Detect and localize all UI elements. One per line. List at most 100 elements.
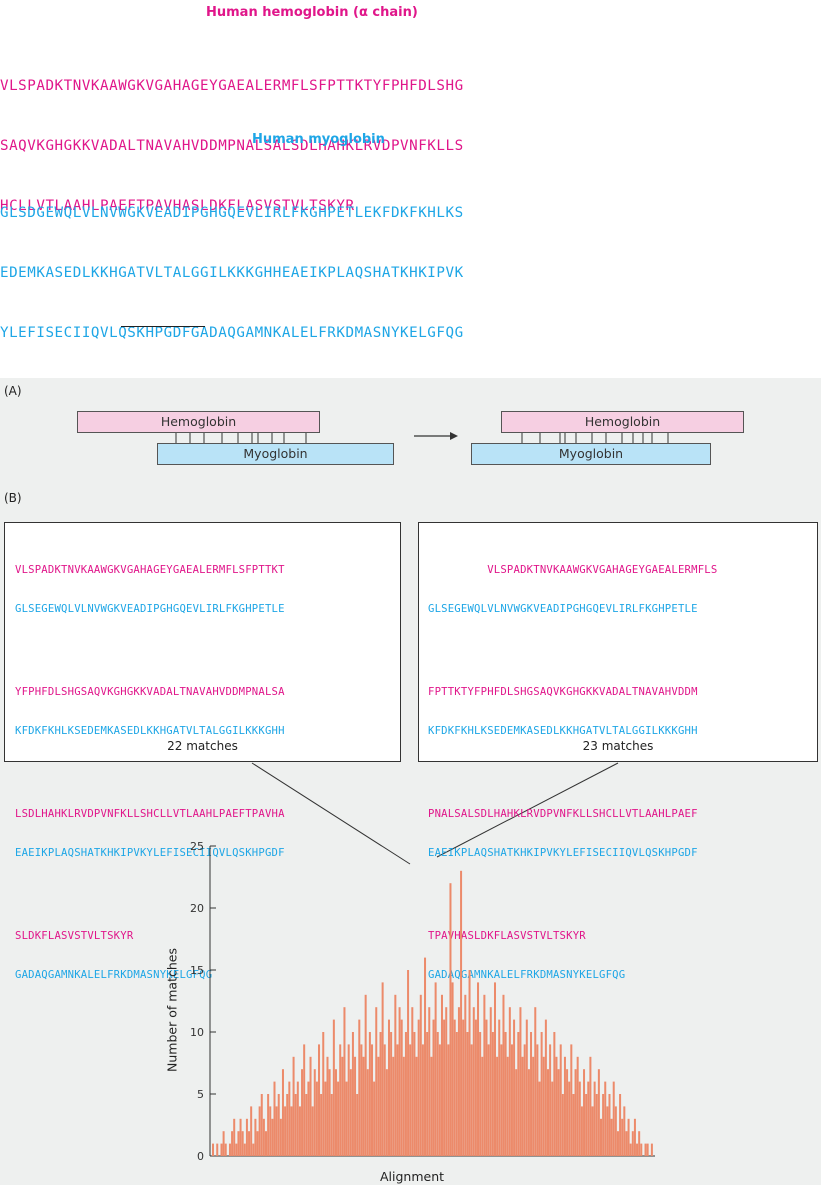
bar-label: Hemoglobin [584, 414, 661, 429]
histogram-bar [519, 1007, 522, 1156]
x-axis-label: Alignment [380, 1169, 445, 1184]
sequence-line: GLSDGEWQLVLNVWGKVEADIPGHGQEVLIRLFKGHPETL… [0, 205, 464, 221]
histogram-bar [636, 1143, 639, 1156]
histogram-bar [625, 1131, 628, 1156]
histogram-bar [593, 1081, 596, 1156]
bar-label: Myoglobin [558, 446, 624, 461]
histogram-bar [553, 1032, 556, 1156]
sequence-line: SAQVKGHGKKVADALTNAVAHVDDMPNALSALSDLHAHKL… [0, 138, 464, 154]
histogram-bar [366, 1069, 369, 1156]
histogram-bar [523, 1044, 526, 1156]
histogram-bar [496, 1056, 499, 1156]
histogram-bar [530, 1032, 533, 1156]
histogram-bar [627, 1118, 630, 1156]
myoglobin-row: GLSEGEWQLVLNVWGKVEADIPGHGQEVLIRLFKGHPETL… [428, 603, 698, 615]
histogram-bar [515, 1069, 518, 1156]
histogram-bar [398, 1007, 401, 1156]
hemoglobin-bar-left: Hemoglobin [77, 411, 320, 433]
y-tick-label: 20 [190, 902, 204, 915]
histogram-bar [580, 1106, 583, 1156]
histogram-bar [294, 1094, 297, 1156]
histogram-bar [481, 1056, 484, 1156]
histogram-bar [277, 1094, 280, 1156]
connector-line-left [251, 762, 411, 865]
histogram-bar [368, 1032, 371, 1156]
histogram-bar [415, 1056, 418, 1156]
histogram-bar [629, 1143, 632, 1156]
histogram-bar [290, 1106, 293, 1156]
histogram-bar [421, 1044, 424, 1156]
histogram-bar [318, 1044, 321, 1156]
myoglobin-bar-right: Myoglobin [471, 443, 711, 465]
histogram-bar [337, 1081, 340, 1156]
histogram-bar [542, 1056, 545, 1156]
histogram-bar [546, 1069, 549, 1156]
sequence-line: YLEFISECIIQVLQSKHPGDFGADAQGAMNKALELFRKDM… [0, 325, 464, 341]
histogram-bar [330, 1094, 333, 1156]
histogram-bar [449, 883, 452, 1156]
histogram-bar [354, 1056, 357, 1156]
sequence-line: EDEMKASEDLKKHGATVLTALGGILKKKGHHEAEIKPLAQ… [0, 265, 464, 281]
histogram-bar [256, 1131, 259, 1156]
histogram-bar [383, 1044, 386, 1156]
match-ticks-right [521, 433, 669, 443]
histogram-bar [430, 1056, 433, 1156]
myoglobin-row: KFDKFKHLKSEDEMKASEDLKKHGATVLTALGGILKKKGH… [428, 725, 698, 737]
histogram-bar [362, 1056, 365, 1156]
myoglobin-row: EAEIKPLAQSHATKHKIPVKYLEFISECIIQVLQSKHPGD… [15, 847, 285, 859]
match-ticks-left [175, 433, 307, 443]
histogram-bar [303, 1044, 306, 1156]
y-tick-label: 5 [197, 1088, 204, 1101]
histogram-bar [445, 1007, 448, 1156]
histogram-bar [640, 1143, 643, 1156]
histogram-bar [341, 1056, 344, 1156]
histogram-bar [568, 1081, 571, 1156]
histogram-bar [464, 994, 467, 1156]
histogram-bar [307, 1081, 310, 1156]
histogram-bar [315, 1081, 318, 1156]
histogram-bar [385, 1069, 388, 1156]
histogram-bar [228, 1143, 231, 1156]
histogram-bar [288, 1081, 291, 1156]
histogram-bar [591, 1106, 594, 1156]
histogram-bar [610, 1118, 613, 1156]
histogram-bar [239, 1118, 242, 1156]
histogram-bar [474, 1019, 477, 1156]
histogram-bar [267, 1094, 270, 1156]
panel-b-label: (B) [4, 491, 22, 505]
histogram-bar [513, 1019, 516, 1156]
histogram-bar [351, 1032, 354, 1156]
histogram-bar [298, 1106, 301, 1156]
histogram-bar [443, 1019, 446, 1156]
histogram-bar [273, 1081, 276, 1156]
alignment-box-right: VLSPADKTNVKAAWGKVGAHAGEYGAEALERMFLS GLSE… [418, 522, 818, 981]
histogram-bar [275, 1106, 278, 1156]
panel-a-label: (A) [4, 384, 22, 398]
histogram-bar [466, 1032, 469, 1156]
histogram-bar [487, 1044, 490, 1156]
histogram-bar [614, 1106, 617, 1156]
histogram-bar [460, 870, 463, 1156]
histogram-bar [296, 1081, 299, 1156]
histogram-bar [470, 1044, 473, 1156]
y-tick-label: 25 [190, 840, 204, 853]
histogram-bar [468, 970, 471, 1156]
histogram-bar [334, 1069, 337, 1156]
histogram-bar [224, 1143, 227, 1156]
hemoglobin-row: SLDKFLASVSTVLTSKYR [15, 930, 134, 942]
match-count: 22 matches [167, 739, 238, 753]
histogram-bar [371, 1044, 374, 1156]
histogram-bar [375, 1007, 378, 1156]
myoglobin-bar-left: Myoglobin [157, 443, 394, 465]
myoglobin-row: GLSEGEWQLVLNVWGKVEADIPGHGQEVLIRLFKGHPETL… [15, 603, 285, 615]
histogram-bar [279, 1118, 282, 1156]
hemoglobin-row: YFPHFDLSHGSAQVKGHGKKVADALTNAVAHVDDMPNALS… [15, 686, 285, 698]
histogram-bar [434, 982, 437, 1156]
histogram-bar [572, 1094, 575, 1156]
histogram-bar [646, 1143, 649, 1156]
histogram-bar [305, 1094, 308, 1156]
sequence-line: HCLLVTLAAHLPAEFTPAVHASLDKFLASVSTVLTSKYR [0, 198, 355, 214]
arrow-icon [414, 432, 458, 440]
myoglobin-row: EAEIKPLAQSHATKHKIPVKYLEFISECIIQVLQSKHPGD… [428, 847, 698, 859]
